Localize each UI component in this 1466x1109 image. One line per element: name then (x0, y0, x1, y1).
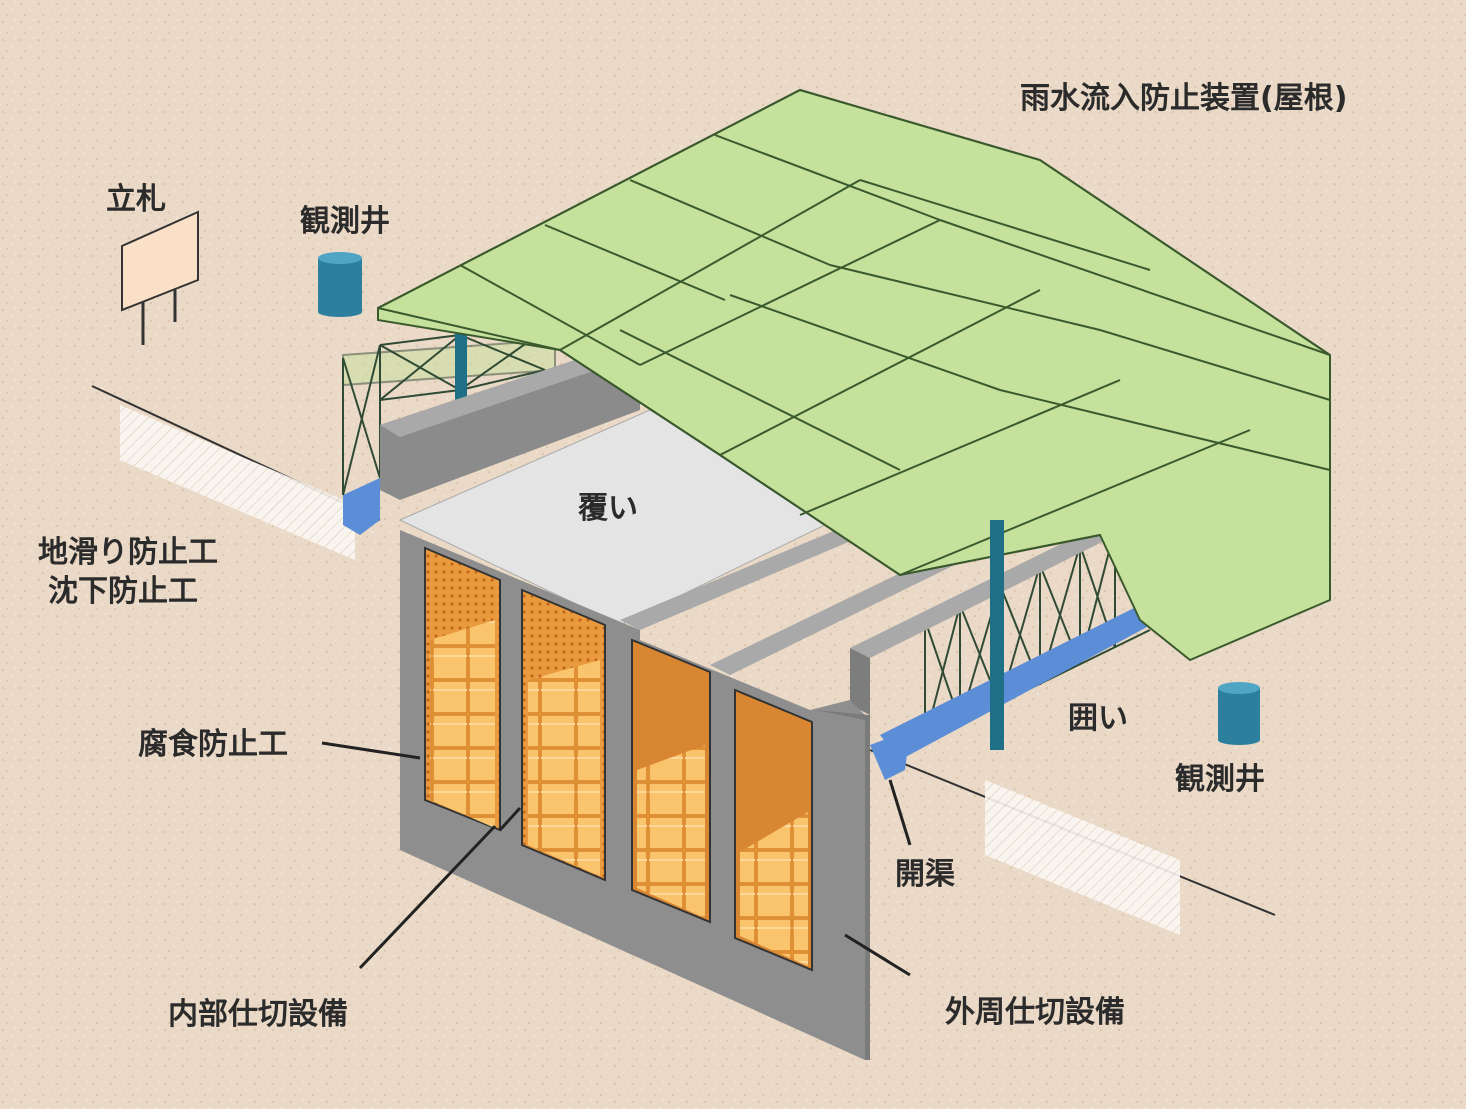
observation-well-icon-left (318, 252, 362, 317)
label-subsidence: 沈下防止工 (48, 574, 198, 609)
label-rain-roof: 雨水流入防止装置(屋根) (1020, 81, 1348, 116)
embankment-left (120, 405, 355, 560)
storage-cell-4 (734, 688, 813, 972)
label-corrosion: 腐食防止工 (138, 727, 288, 762)
water-channel-right (880, 600, 1160, 760)
label-enclosure: 囲い (1068, 701, 1128, 736)
back-wall (380, 345, 640, 500)
roof (377, 88, 1331, 662)
storage-cell-2 (521, 588, 606, 882)
label-well-left: 観測井 (300, 204, 390, 239)
ditch-left (343, 478, 380, 535)
ditch-right (870, 730, 910, 780)
column-left (455, 315, 467, 405)
embankment-right (985, 780, 1180, 935)
signboard-icon (121, 210, 199, 345)
label-outer-partition: 外周仕切設備 (945, 995, 1125, 1030)
storage-cell-1 (424, 546, 501, 832)
back-wall-top (380, 345, 640, 437)
label-cover: 覆い (578, 491, 638, 526)
label-landslide: 地滑り防止工 (38, 535, 218, 570)
outer-wall-right-face (850, 648, 870, 715)
observation-well-icon-right (1218, 682, 1260, 745)
leader-lines (321, 741, 912, 977)
label-inner-partition: 内部仕切設備 (168, 997, 348, 1032)
label-signboard: 立札 (106, 182, 166, 217)
column-right (990, 520, 1004, 750)
storage-cell-3 (631, 638, 711, 924)
label-well-right: 観測井 (1175, 762, 1265, 797)
label-ditch: 開渠 (895, 857, 955, 892)
